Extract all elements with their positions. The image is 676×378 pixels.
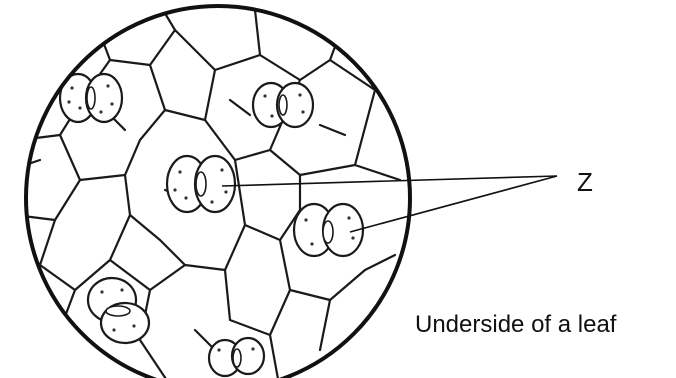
stoma xyxy=(60,74,122,122)
label-pointer-lines xyxy=(222,176,557,232)
stoma xyxy=(294,204,363,256)
pointer-line xyxy=(350,176,557,232)
epidermal-cell-network xyxy=(10,5,400,378)
caption: Underside of a leaf xyxy=(415,311,617,338)
stoma xyxy=(167,156,235,212)
stoma xyxy=(88,278,149,343)
stoma xyxy=(253,83,313,127)
stoma xyxy=(209,338,264,376)
field-of-view xyxy=(10,5,410,378)
label-z: Z xyxy=(577,167,593,197)
